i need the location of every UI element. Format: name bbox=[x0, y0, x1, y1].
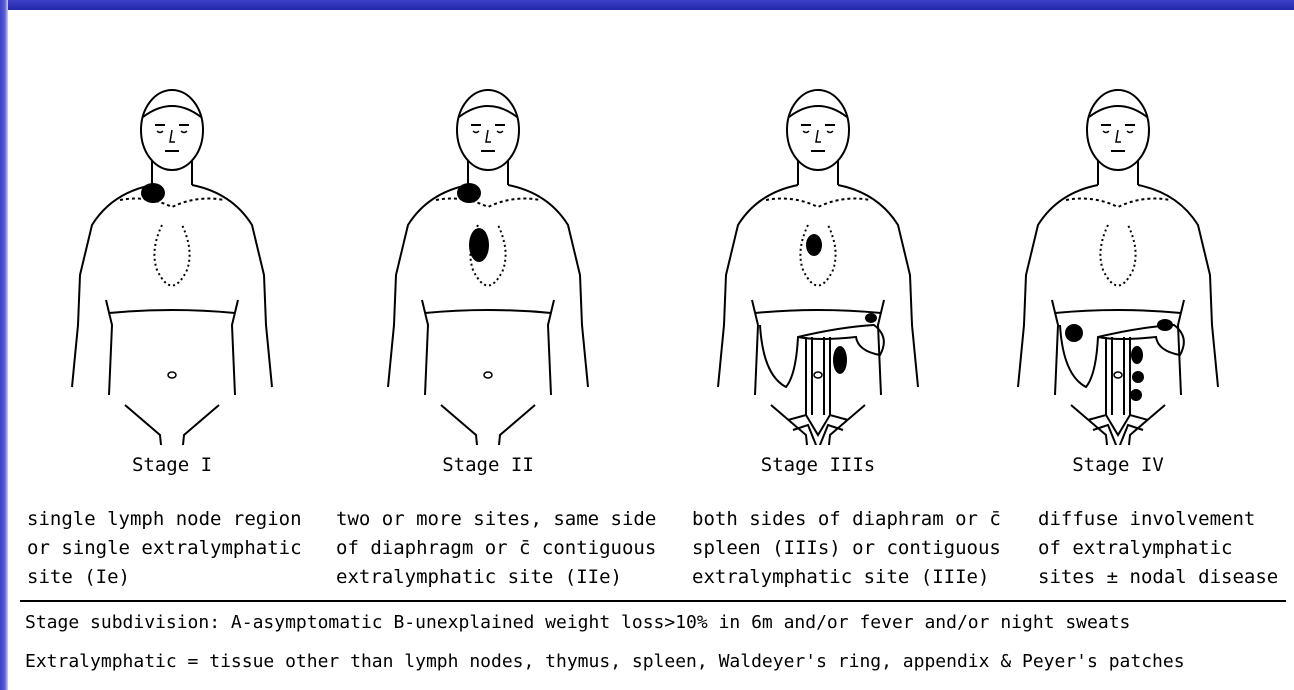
stage-label: Stage IIIs bbox=[761, 454, 875, 476]
divider-line bbox=[20, 600, 1286, 602]
description-line: sites ± nodal disease bbox=[1038, 563, 1278, 592]
figure-stage-i bbox=[22, 75, 322, 445]
description-line: or single extralymphatic bbox=[27, 534, 302, 563]
description-line: of diaphragm or c̄ contiguous bbox=[336, 534, 656, 563]
lymph-node-mark bbox=[141, 183, 165, 203]
stage-label: Stage I bbox=[132, 454, 212, 476]
figure-stage-iv bbox=[968, 75, 1268, 445]
window-frame-top bbox=[0, 0, 1294, 10]
stage-description: diffuse involvement of extralymphatic si… bbox=[1038, 505, 1278, 592]
stage-subdivision-note: Stage subdivision: A-asymptomatic B-unex… bbox=[25, 612, 1130, 633]
figure-stage-ii bbox=[338, 75, 638, 445]
stage-description: two or more sites, same side of diaphrag… bbox=[336, 505, 656, 592]
stage-description: both sides of diaphram or c̄ spleen (III… bbox=[692, 505, 1001, 592]
description-line: of extralymphatic bbox=[1038, 534, 1278, 563]
stage-label: Stage IV bbox=[1072, 454, 1164, 476]
description-line: two or more sites, same side bbox=[336, 505, 656, 534]
window-frame-left bbox=[0, 0, 8, 690]
description-line: both sides of diaphram or c̄ bbox=[692, 505, 1001, 534]
figure-stage-iiis bbox=[668, 75, 968, 445]
lymph-node-mark bbox=[1065, 324, 1083, 342]
lymph-node-mark bbox=[865, 313, 877, 323]
lymph-node-mark bbox=[1157, 319, 1173, 331]
stage-label: Stage II bbox=[442, 454, 534, 476]
description-line: site (Ie) bbox=[27, 563, 302, 592]
stage-description: single lymph node region or single extra… bbox=[27, 505, 302, 592]
lymph-node-mark bbox=[806, 234, 822, 256]
description-line: extralymphatic site (IIe) bbox=[336, 563, 656, 592]
lymph-node-mark bbox=[469, 228, 489, 262]
description-line: single lymph node region bbox=[27, 505, 302, 534]
lymph-node-mark bbox=[1132, 371, 1144, 383]
description-line: spleen (IIIs) or contiguous bbox=[692, 534, 1001, 563]
lymph-node-mark bbox=[1130, 389, 1142, 401]
lymph-node-mark bbox=[457, 183, 481, 203]
lymph-node-mark bbox=[1131, 346, 1143, 364]
description-line: diffuse involvement bbox=[1038, 505, 1278, 534]
description-line: extralymphatic site (IIIe) bbox=[692, 563, 1001, 592]
lymph-node-mark bbox=[833, 346, 847, 374]
extralymphatic-definition-note: Extralymphatic = tissue other than lymph… bbox=[25, 651, 1185, 672]
